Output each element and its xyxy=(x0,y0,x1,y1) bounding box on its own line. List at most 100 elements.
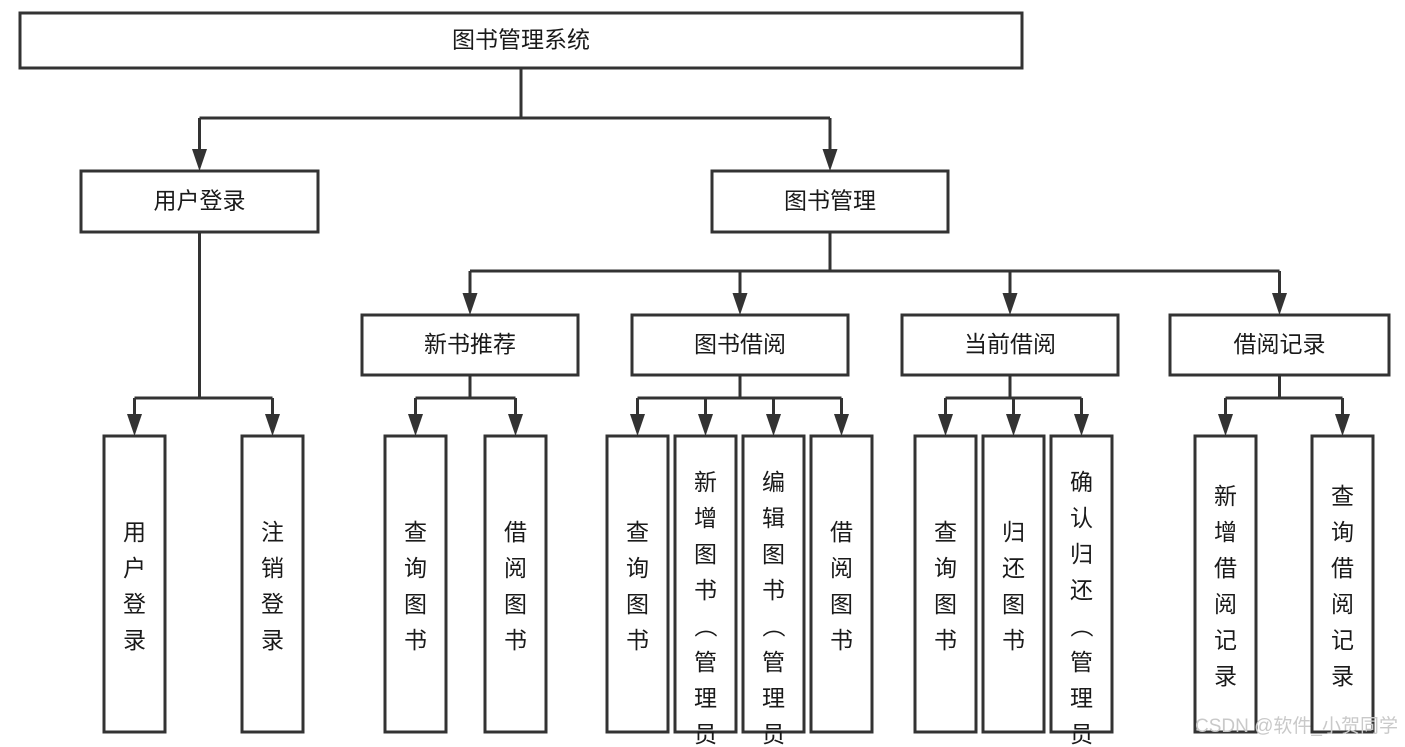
arrow-head xyxy=(938,414,953,436)
arrow-head xyxy=(1218,414,1233,436)
node-label-char: 查 xyxy=(404,519,427,545)
node-box[interactable] xyxy=(1049,434,1114,734)
node-box[interactable] xyxy=(102,434,167,734)
node-label-char: 查 xyxy=(1331,483,1354,509)
node-label-char: 图 xyxy=(1002,591,1025,617)
node-book-borrow[interactable]: 图书借阅 xyxy=(630,313,850,377)
node-label-char: 书 xyxy=(504,627,527,653)
node-box[interactable] xyxy=(79,169,320,234)
node-label-char: 查 xyxy=(934,519,957,545)
node-box[interactable] xyxy=(710,169,950,234)
node-box[interactable] xyxy=(360,313,580,377)
node-label: 图书借阅 xyxy=(694,331,786,357)
node-label-char: 确 xyxy=(1070,469,1093,495)
node-label-char: 理 xyxy=(694,685,717,711)
node-box[interactable] xyxy=(1168,313,1391,377)
node-label: 借阅记录 xyxy=(1234,331,1326,357)
node-label-char: 认 xyxy=(1070,505,1093,531)
node-box[interactable] xyxy=(1193,434,1258,734)
node-book-manage[interactable]: 图书管理 xyxy=(710,169,950,234)
node-label-char: 借 xyxy=(1331,555,1354,581)
node-box[interactable] xyxy=(18,11,1024,70)
arrow-head xyxy=(698,414,713,436)
node-label-char: 录 xyxy=(1214,663,1237,689)
node-label-char: 增 xyxy=(694,505,717,531)
node-label-char: 员 xyxy=(694,721,717,747)
node-label: 图书管理系统 xyxy=(452,27,590,53)
node-label-char: 员 xyxy=(1070,721,1093,747)
node-box[interactable] xyxy=(900,313,1120,377)
node-root[interactable]: 图书管理系统 xyxy=(18,11,1024,70)
node-label-char: 书 xyxy=(404,627,427,653)
arrow-head xyxy=(1006,414,1021,436)
node-box[interactable] xyxy=(981,434,1046,734)
node-label-char: 图 xyxy=(404,591,427,617)
node-label-char: 归 xyxy=(1070,541,1093,567)
node-label-char: 还 xyxy=(1070,577,1093,603)
node-label-char: 录 xyxy=(123,627,146,653)
arrow-head xyxy=(822,149,838,171)
arrow-head xyxy=(408,414,423,436)
node-borrow-record[interactable]: 借阅记录 xyxy=(1168,313,1391,377)
node-label-char: 询 xyxy=(404,555,427,581)
node-label-char: 借 xyxy=(1214,555,1237,581)
node-label-char: 书 xyxy=(626,627,649,653)
node-user-login[interactable]: 用户登录 xyxy=(79,169,320,234)
node-label-char: 图 xyxy=(762,541,785,567)
node-label-char: 阅 xyxy=(1331,591,1354,617)
node-box[interactable] xyxy=(913,434,978,734)
node-label: 图书管理 xyxy=(784,188,876,214)
node-label-char: 书 xyxy=(762,577,785,603)
node-label-char: 图 xyxy=(504,591,527,617)
node-label-char: 图 xyxy=(830,591,853,617)
node-box[interactable] xyxy=(809,434,874,734)
node-current-borrow[interactable]: 当前借阅 xyxy=(900,313,1120,377)
node-label-char: 录 xyxy=(1331,663,1354,689)
node-label: 当前借阅 xyxy=(964,331,1056,357)
node-layer: 图书管理系统用户登录图书管理新书推荐图书借阅当前借阅借阅记录用户登录注销登录查询… xyxy=(18,11,1391,747)
node-label-char: 新 xyxy=(694,469,717,495)
node-label-char: 询 xyxy=(1331,519,1354,545)
node-box[interactable] xyxy=(1310,434,1375,734)
node-label: 用户登录 xyxy=(154,188,246,214)
arrow-head xyxy=(265,414,280,436)
node-label-char: 理 xyxy=(1070,685,1093,711)
node-label-char: 注 xyxy=(261,519,284,545)
node-new-book-recommend[interactable]: 新书推荐 xyxy=(360,313,580,377)
node-label-char: 查 xyxy=(626,519,649,545)
node-label-char: 书 xyxy=(934,627,957,653)
arrow-head xyxy=(1272,293,1287,315)
node-box[interactable] xyxy=(673,434,738,734)
node-label-char: 归 xyxy=(1002,519,1025,545)
node-label-char: 增 xyxy=(1214,519,1237,545)
node-box[interactable] xyxy=(605,434,670,734)
node-box[interactable] xyxy=(383,434,448,734)
node-label-char: 借 xyxy=(504,519,527,545)
arrow-head xyxy=(630,414,645,436)
node-label-char: 书 xyxy=(1002,627,1025,653)
node-label-char: 员 xyxy=(762,721,785,747)
node-box[interactable] xyxy=(240,434,305,734)
node-label-char: 询 xyxy=(626,555,649,581)
node-label-char: 销 xyxy=(261,555,284,581)
node-label-char: 管 xyxy=(694,649,717,675)
node-box[interactable] xyxy=(741,434,806,734)
node-leaf-user-login[interactable]: 用户登录 xyxy=(102,434,167,734)
node-box[interactable] xyxy=(630,313,850,377)
node-box[interactable] xyxy=(483,434,548,734)
node-label-char: 询 xyxy=(934,555,957,581)
node-label-char: 记 xyxy=(1214,627,1237,653)
